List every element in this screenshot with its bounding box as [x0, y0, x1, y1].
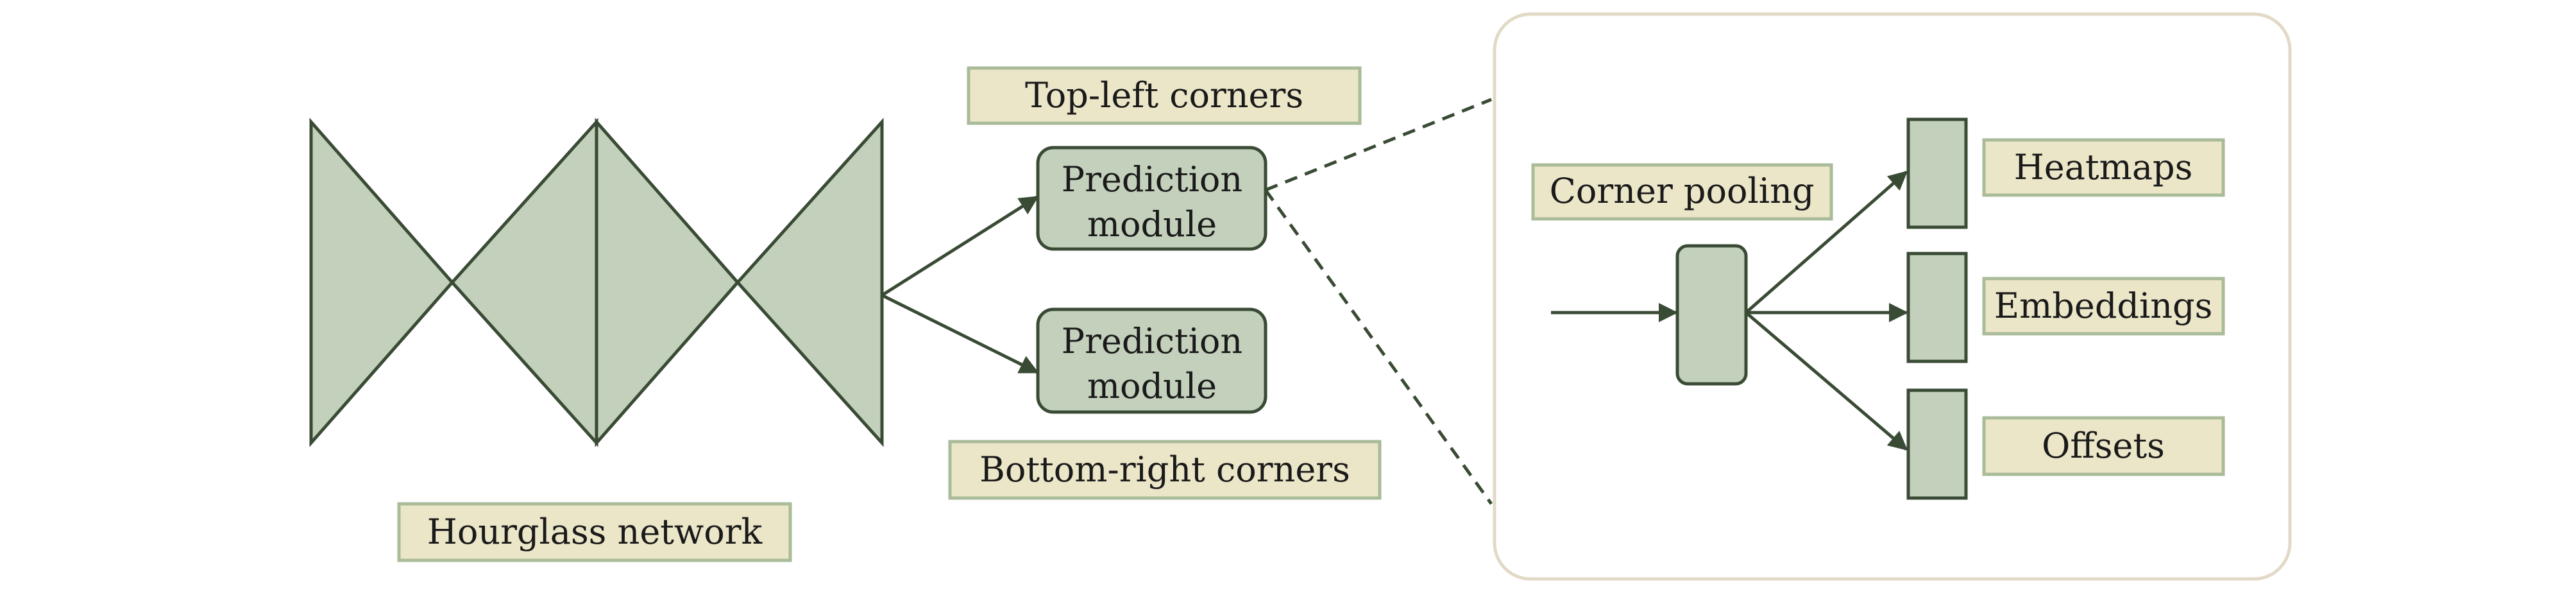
prediction-module-bottom-line2: module [1087, 366, 1217, 406]
top-left-corners-text: Top-left corners [1025, 75, 1303, 116]
arrow-to-offsets [1745, 311, 1908, 451]
corner-pooling-text: Corner pooling [1550, 171, 1815, 211]
hourglass-network-text: Hourglass network [427, 512, 763, 552]
heatmaps-block [1906, 117, 1968, 229]
embeddings-block [1906, 252, 1968, 363]
hourglass-network [309, 117, 884, 447]
top-left-corners-label: Top-left corners [967, 66, 1362, 125]
zoom-line-top [1265, 98, 1492, 192]
arrow-to-heatmaps [1745, 171, 1908, 314]
arrow-to-bottom-module [881, 293, 1039, 374]
hourglass-network-label: Hourglass network [397, 502, 792, 562]
corner-pooling-label: Corner pooling [1531, 163, 1833, 221]
offsets-label: Offsets [1982, 416, 2225, 476]
heatmaps-text: Heatmaps [2014, 147, 2193, 187]
offsets-text: Offsets [2042, 426, 2165, 466]
hourglass-triangle-2 [450, 117, 598, 447]
prediction-module-bottom-line1: Prediction [1062, 321, 1242, 361]
zoom-line-bottom [1264, 189, 1493, 505]
hourglass-triangle-1 [309, 117, 455, 447]
prediction-module-top: Prediction module [1036, 146, 1267, 251]
embeddings-label: Embeddings [1982, 277, 2225, 336]
bottom-right-corners-text: Bottom-right corners [979, 449, 1350, 490]
heatmaps-label: Heatmaps [1982, 138, 2225, 197]
prediction-module-bottom: Prediction module [1036, 307, 1267, 414]
corner-pooling-block [1675, 244, 1748, 386]
offsets-block [1906, 388, 1968, 500]
prediction-module-top-line2: module [1087, 204, 1217, 245]
hourglass-triangle-3 [595, 117, 740, 447]
bottom-right-corners-label: Bottom-right corners [948, 440, 1382, 500]
hourglass-triangle-4 [735, 117, 884, 447]
arrow-to-top-module [881, 195, 1039, 297]
embeddings-text: Embeddings [1994, 286, 2213, 326]
prediction-module-top-line1: Prediction [1062, 159, 1242, 200]
